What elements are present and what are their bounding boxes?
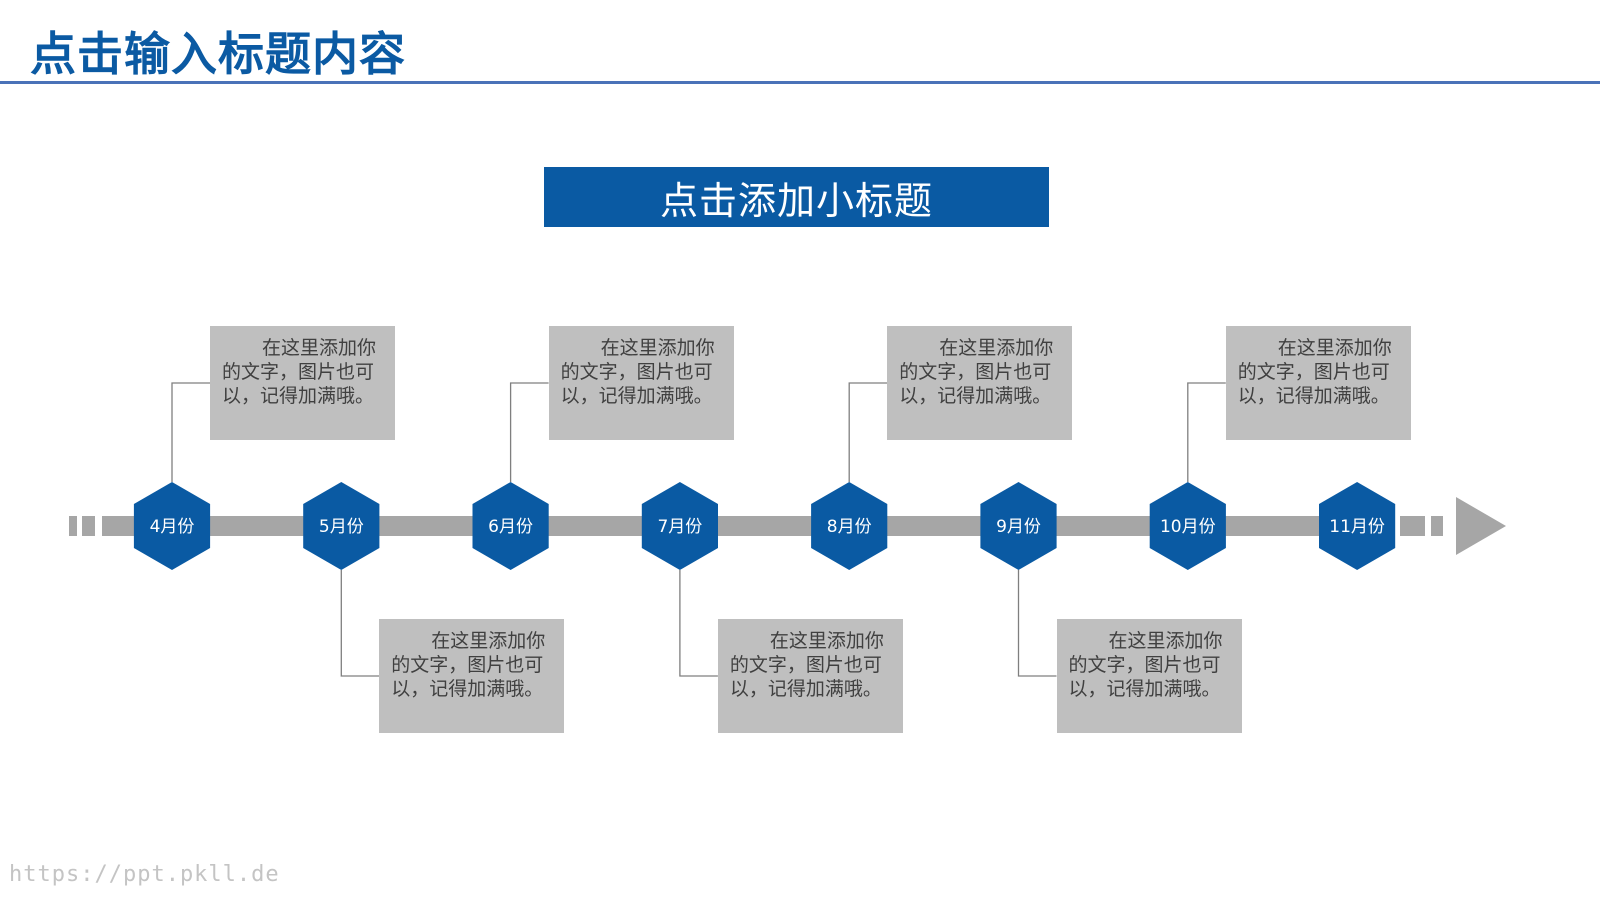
month-hexagon — [1319, 482, 1396, 570]
axis-arrow-head — [1456, 497, 1506, 555]
note-connector-7 — [1187, 382, 1226, 482]
month-marker-7[interactable]: 10月份 — [1149, 482, 1226, 570]
title-divider — [0, 81, 1600, 84]
note-connector-1 — [171, 382, 210, 482]
note-connector-2 — [340, 570, 380, 677]
axis-dash-left-2 — [82, 516, 95, 536]
month-label: 10月份 — [1160, 517, 1216, 537]
note-box-2[interactable]: 在这里添加你的文字，图片也可以，记得加满哦。 — [379, 619, 565, 733]
page-title: 点击输入标题内容 — [30, 27, 406, 81]
month-label: 4月份 — [150, 517, 195, 537]
month-hexagon — [811, 482, 888, 570]
month-label: 7月份 — [657, 517, 702, 537]
month-marker-3[interactable]: 6月份 — [472, 482, 549, 570]
month-label: 9月份 — [996, 517, 1041, 537]
note-box-7[interactable]: 在这里添加你的文字，图片也可以，记得加满哦。 — [1225, 326, 1411, 440]
month-hexagon — [472, 482, 549, 570]
month-hexagon — [641, 482, 718, 570]
month-hexagon — [1149, 482, 1226, 570]
axis-dash-right-2 — [1431, 516, 1443, 536]
timeline-axis — [69, 497, 1506, 555]
note-box-5[interactable]: 在这里添加你的文字，图片也可以，记得加满哦。 — [887, 326, 1073, 440]
axis-bar — [127, 516, 1393, 536]
month-marker-1[interactable]: 4月份 — [133, 482, 211, 570]
month-label: 11月份 — [1329, 517, 1385, 537]
axis-dash-left-1 — [69, 516, 77, 536]
month-marker-8[interactable]: 11月份 — [1319, 482, 1396, 570]
note-box-4[interactable]: 在这里添加你的文字，图片也可以，记得加满哦。 — [717, 619, 903, 733]
month-marker-5[interactable]: 8月份 — [811, 482, 888, 570]
month-label: 8月份 — [827, 517, 872, 537]
month-marker-4[interactable]: 7月份 — [641, 482, 718, 570]
note-connector-6 — [1017, 570, 1057, 677]
month-marker-6[interactable]: 9月份 — [980, 482, 1057, 570]
axis-dash-right-1 — [1400, 516, 1425, 536]
month-marker-2[interactable]: 5月份 — [303, 482, 380, 570]
subtitle-text: 点击添加小标题 — [659, 178, 933, 223]
note-box-3[interactable]: 在这里添加你的文字，图片也可以，记得加满哦。 — [548, 326, 734, 440]
month-label: 6月份 — [488, 517, 533, 537]
note-connector-3 — [509, 382, 549, 482]
month-markers: 4月份 5月份 6月份 7月份 8月份 9月份 10月份 11月份 — [133, 482, 1396, 570]
footer-url: https://ppt.pkll.de — [9, 862, 280, 887]
month-hexagon — [133, 482, 211, 570]
note-connector-4 — [679, 570, 718, 677]
axis-dash-left-3 — [102, 516, 127, 536]
month-label: 5月份 — [319, 517, 364, 537]
note-connector-5 — [848, 382, 888, 482]
connector-lines — [171, 382, 1226, 677]
month-hexagon — [303, 482, 380, 570]
note-box-6[interactable]: 在这里添加你的文字，图片也可以，记得加满哦。 — [1056, 619, 1242, 733]
note-box-1[interactable]: 在这里添加你的文字，图片也可以，记得加满哦。 — [210, 326, 395, 440]
month-hexagon — [980, 482, 1057, 570]
subtitle-box[interactable]: 点击添加小标题 — [544, 167, 1049, 227]
